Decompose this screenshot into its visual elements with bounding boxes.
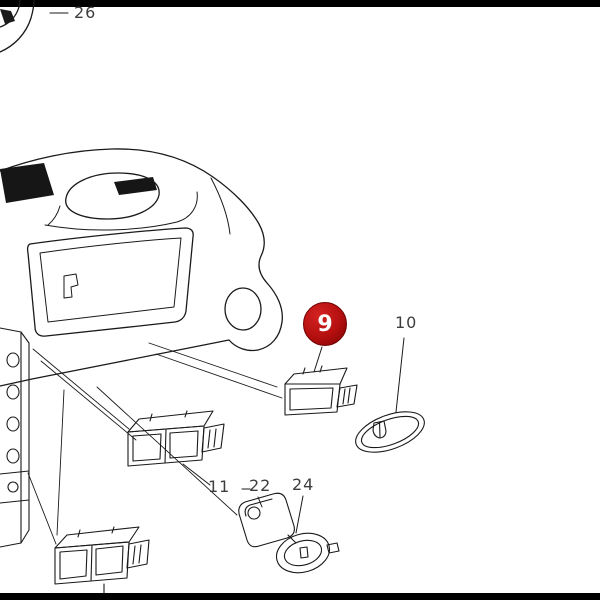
oval-cover-part-10 (355, 411, 425, 453)
dashboard-panel (0, 148, 283, 387)
key-part-22 (238, 492, 297, 548)
callout-label-24: 24 (292, 475, 315, 494)
assembly-lines (27, 342, 283, 545)
switch-part-9 (284, 365, 358, 416)
leader-line-10 (395, 337, 405, 413)
switch-part-bottom (54, 526, 150, 595)
callout-label-10: 10 (395, 313, 418, 332)
leader-line-9 (313, 346, 323, 373)
callout-label-22: 22 (249, 476, 272, 495)
bottom-letterbox-bar (0, 593, 600, 600)
top-letterbox-bar (0, 0, 600, 7)
callout-badge-9[interactable]: 9 (303, 302, 347, 346)
panel-fragment-26 (0, 0, 69, 53)
rocker-switch-part-11 (127, 410, 225, 467)
callout-label-11: 11 (208, 477, 231, 496)
mounting-bracket (0, 327, 30, 548)
lock-cylinder-part-24 (275, 532, 340, 574)
callout-label-26: 26 (74, 3, 97, 22)
callout-badge-9-label: 9 (317, 311, 333, 337)
